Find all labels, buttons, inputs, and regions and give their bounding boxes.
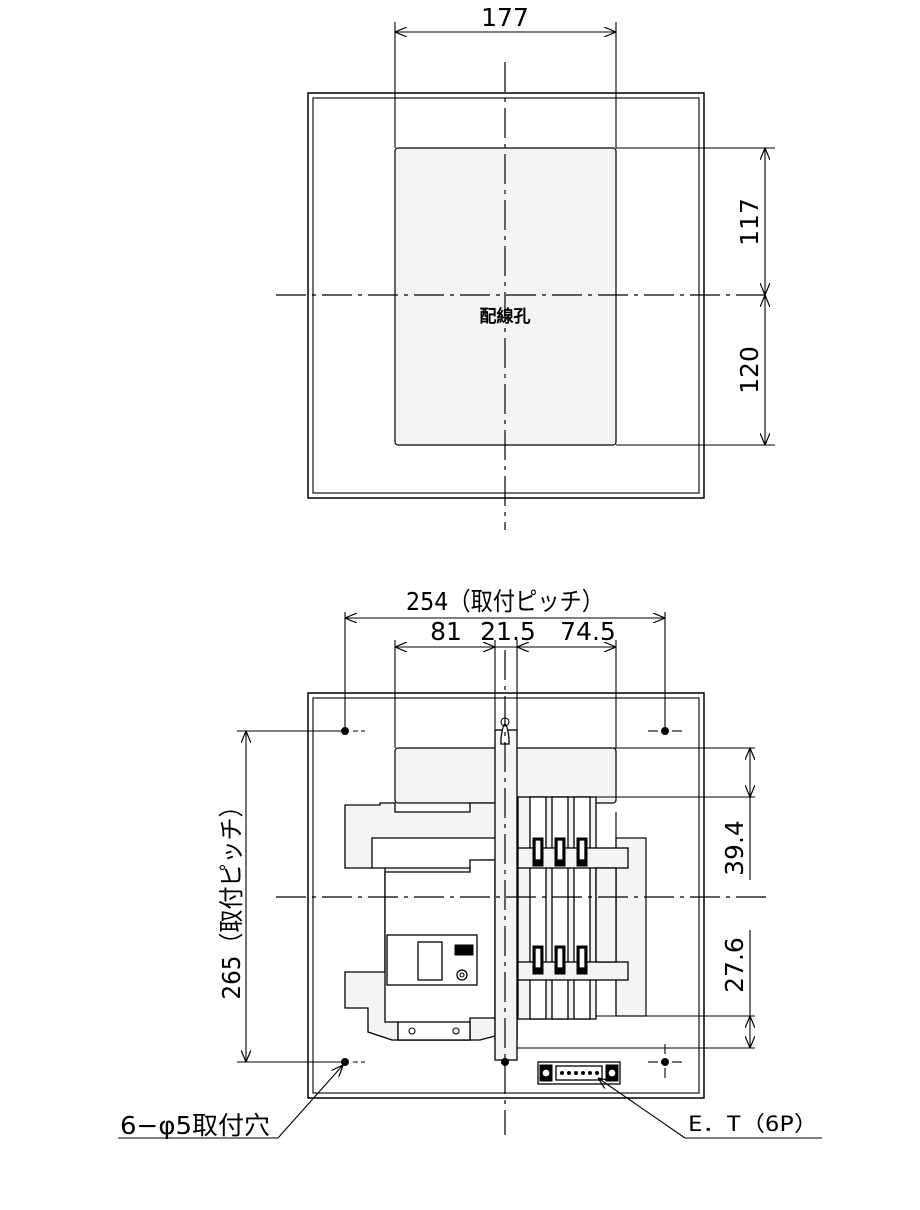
right-vertical-dimensions: 39.4 27.6 xyxy=(517,747,755,1049)
mounting-holes-label: 6−φ5取付穴 xyxy=(120,1111,270,1140)
bottom-view-center-lines xyxy=(276,650,770,1135)
mounting-holes xyxy=(341,727,682,1078)
dim-39-4-text: 39.4 xyxy=(720,820,749,876)
bottom-view: 254（取付ピッチ） 81 21.5 74.5 265（取付ピッチ） xyxy=(118,587,822,1140)
mounting-hole-icon xyxy=(501,1058,509,1066)
center-rail xyxy=(494,729,518,1061)
earth-terminal-leader: E．T（6P） xyxy=(598,1078,822,1139)
dim-117-text: 117 xyxy=(735,198,764,246)
test-button xyxy=(454,944,474,956)
vertical-pitch-dimension: 265（取付ピッチ） xyxy=(217,730,345,1063)
dim-254-text: 254（取付ピッチ） xyxy=(406,587,604,616)
breaker-window xyxy=(417,941,443,981)
main-breaker-bracket xyxy=(344,802,519,869)
reset-button-icon xyxy=(456,969,468,981)
earth-terminal xyxy=(537,1061,621,1085)
mounting-holes-leader: 6−φ5取付穴 xyxy=(118,1065,343,1140)
branch-breaker-group xyxy=(517,796,629,1020)
dim-74-5-text: 74.5 xyxy=(560,617,616,646)
dim-81-text: 81 xyxy=(430,617,462,646)
dim-177-text: 177 xyxy=(481,3,529,32)
dim-120-text: 120 xyxy=(735,346,764,394)
bottom-view-box xyxy=(307,692,705,1099)
top-view-center-lines xyxy=(276,62,770,530)
height-117-120-dimension: 117 120 xyxy=(616,147,775,446)
mounting-hole-icon xyxy=(661,1058,669,1066)
dim-27-6-text: 27.6 xyxy=(720,937,749,993)
horizontal-pitch-dimension: 254（取付ピッチ） xyxy=(344,587,666,731)
dim-265-text: 265（取付ピッチ） xyxy=(217,795,246,1000)
dim-21-5-text: 21.5 xyxy=(480,617,536,646)
wiring-hole-label: 配線孔 xyxy=(480,306,531,327)
sub-horizontal-dimensions: 81 21.5 74.5 xyxy=(394,617,617,748)
width-177-dimension: 177 xyxy=(394,3,617,148)
breaker-terminal-block xyxy=(397,1021,471,1041)
top-view: 177 117 120 配線孔 xyxy=(276,3,775,530)
earth-terminal-label: E．T（6P） xyxy=(688,1112,818,1136)
